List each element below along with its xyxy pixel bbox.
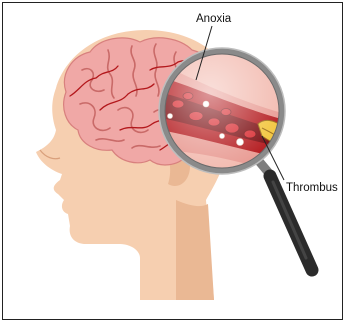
magnifier-handle: [258, 160, 312, 270]
anoxia-label: Anoxia: [196, 13, 232, 25]
thrombus-label: Thrombus: [286, 182, 338, 194]
neck-shadow: [176, 200, 214, 300]
